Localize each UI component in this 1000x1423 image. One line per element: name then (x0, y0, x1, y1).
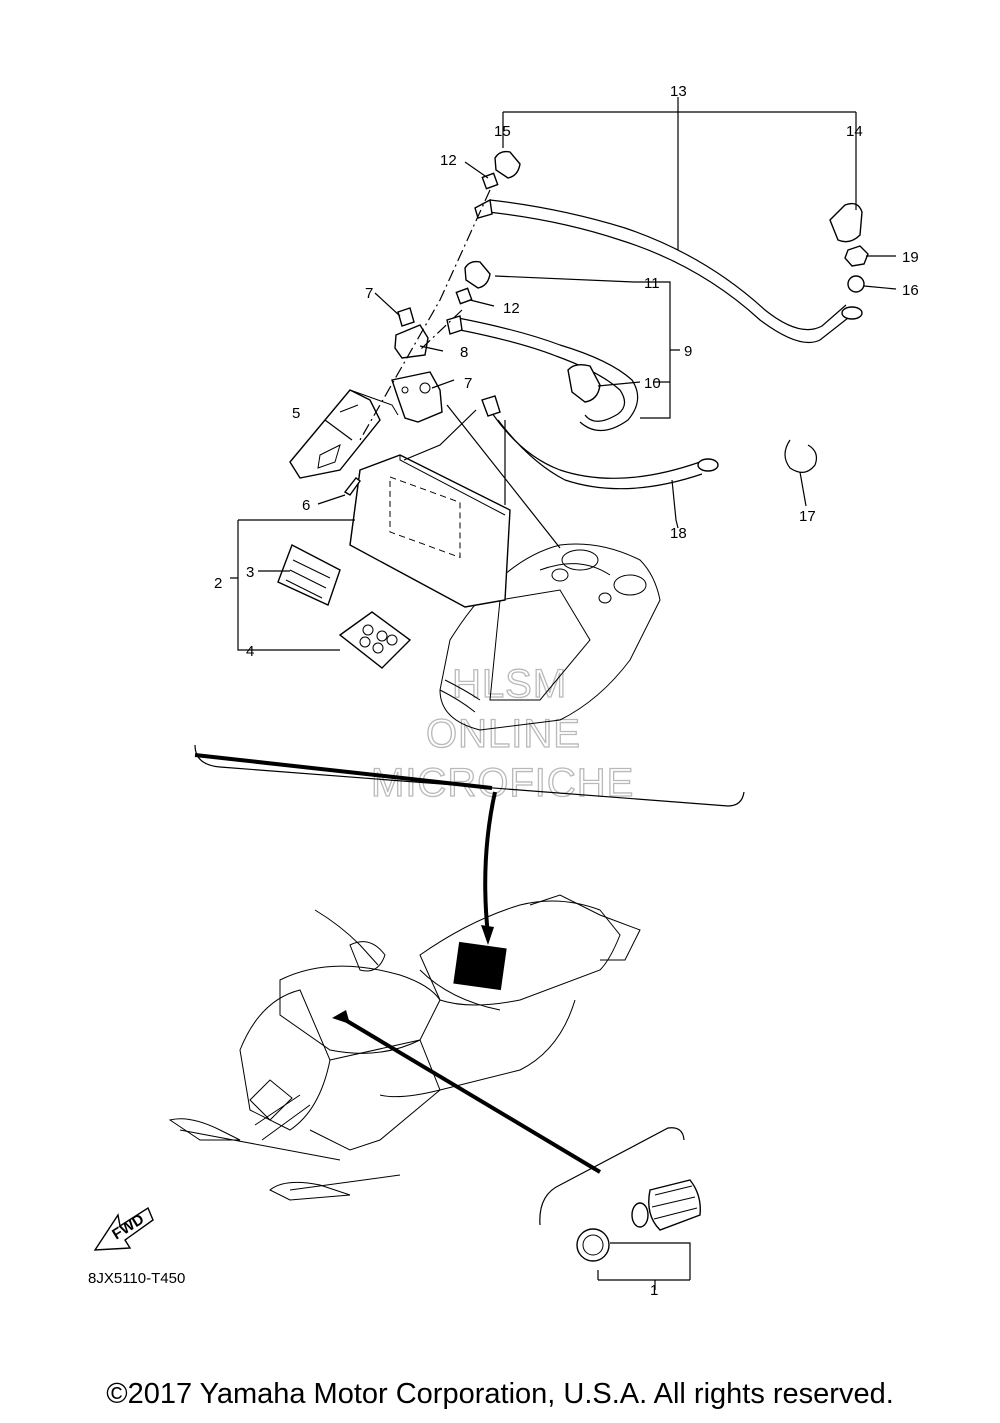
forward-direction-arrow: FWD (93, 1206, 154, 1251)
ground-cable (481, 395, 719, 490)
snowmobile-outline (168, 894, 641, 1201)
bubble-bottom-bar (194, 753, 493, 790)
callout-11: 11 (644, 275, 660, 292)
starter-relay (394, 307, 429, 359)
leader-lines (230, 97, 897, 1290)
callout-16: 16 (902, 282, 919, 299)
callout-15: 15 (494, 123, 511, 140)
power-socket (576, 1179, 701, 1262)
callout-4: 4 (246, 643, 254, 660)
callout-12-lower: 12 (503, 300, 520, 317)
callout-1: 1 (650, 1282, 658, 1299)
positive-cable (474, 198, 863, 344)
pointer-arrowhead-battery (481, 925, 494, 945)
callout-8: 8 (460, 344, 468, 361)
callout-3: 3 (246, 564, 254, 581)
relay-bracket (391, 371, 443, 423)
battery-bracket (289, 389, 399, 479)
lock-washer (847, 275, 865, 293)
pointer-to-battery (483, 791, 497, 936)
watermark-line-2: ONLINE (426, 712, 581, 756)
battery-tray-frame (439, 543, 661, 731)
watermark: HLSM ONLINE MICROFICHE (370, 661, 634, 805)
cable-clamp (784, 439, 818, 473)
callout-12-upper: 12 (440, 152, 457, 169)
callout-18: 18 (670, 525, 687, 542)
callout-6: 6 (302, 497, 310, 514)
battery (349, 454, 511, 608)
terminal-cover-14 (829, 202, 863, 243)
callout-19: 19 (902, 249, 919, 266)
callout-14: 14 (846, 123, 863, 140)
bolt (343, 477, 361, 496)
watermark-line-1: HLSM (452, 662, 567, 706)
battery-label (277, 544, 341, 606)
callout-9: 9 (684, 343, 692, 360)
battery-location-marker (453, 941, 507, 991)
callouts: 1 2 3 4 5 6 7 7 8 9 10 11 12 12 13 14 15… (214, 83, 919, 1299)
callout-2: 2 (214, 575, 222, 592)
battery-cable-negative (446, 315, 639, 432)
nut (844, 245, 869, 267)
pointer-to-socket (340, 1016, 602, 1174)
terminal-cover-11 (464, 260, 491, 289)
callout-7-lower: 7 (464, 375, 472, 392)
diagram-code: 8JX5110-T450 (88, 1270, 186, 1287)
watermark-line-3: MICROFICHE (371, 761, 634, 805)
callout-5: 5 (292, 405, 300, 422)
sleeve-12b (455, 287, 473, 305)
callout-7-upper: 7 (365, 285, 373, 302)
callout-10: 10 (644, 375, 661, 392)
socket-location-marker (332, 1010, 350, 1024)
callout-17: 17 (799, 508, 816, 525)
callout-13: 13 (670, 83, 687, 100)
inset-bubble-outline (539, 1127, 685, 1226)
copyright-notice: ©2017 Yamaha Motor Corporation, U.S.A. A… (106, 1378, 894, 1410)
parts-kit (338, 611, 412, 669)
terminal-cover-15 (494, 150, 521, 179)
terminal-cover-10 (567, 363, 601, 403)
